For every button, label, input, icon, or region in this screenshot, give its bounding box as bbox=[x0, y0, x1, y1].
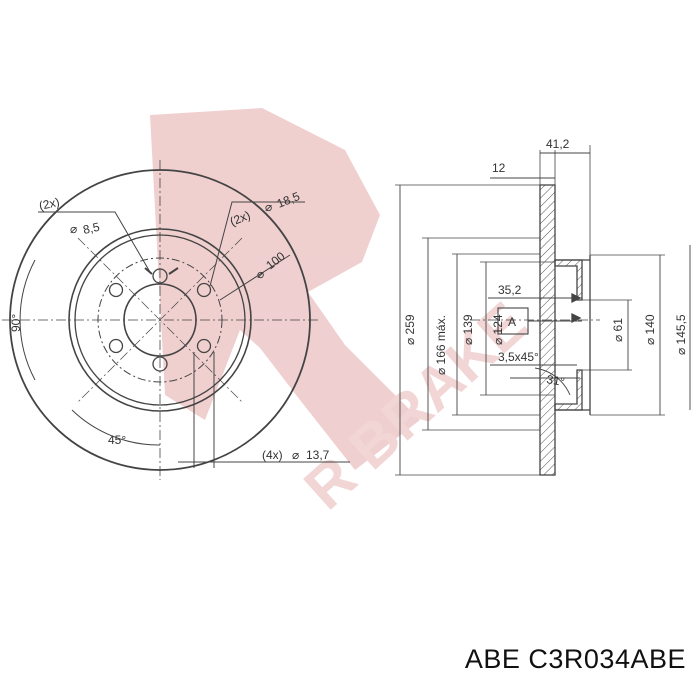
angle-45-label: 45° bbox=[108, 433, 126, 447]
bolt-hole bbox=[196, 282, 212, 298]
angle-arc-90 bbox=[19, 259, 36, 381]
leader-small-hole bbox=[38, 211, 151, 273]
hat-depth-label: 35,2 bbox=[498, 283, 522, 297]
bolt-hole bbox=[108, 338, 124, 354]
dim-arrow bbox=[571, 312, 582, 324]
small-hole-count-label: (2x) bbox=[38, 195, 61, 213]
stud-dia-label: 13,7 bbox=[306, 448, 330, 462]
dia-61-label: ⌀ 61 bbox=[611, 318, 625, 342]
diameter-symbol: ⌀ bbox=[265, 200, 272, 214]
dia-145-label: ⌀ 145,5 bbox=[674, 314, 688, 355]
watermark-logo: R BRAKE bbox=[150, 108, 540, 522]
angle-90-label: 90° bbox=[9, 314, 23, 332]
dia-outer-label: ⌀ 259 bbox=[403, 314, 417, 345]
hat-top-wall bbox=[554, 259, 583, 301]
brand-label: ABE bbox=[464, 644, 521, 674]
dia-139-label: ⌀ 139 bbox=[461, 314, 475, 345]
leader-pcd bbox=[219, 254, 291, 301]
angle-31-label: 31° bbox=[545, 372, 566, 389]
chamfer-label: 3,5x45° bbox=[498, 350, 539, 364]
bolt-hole bbox=[196, 338, 212, 354]
height-total-label: 41,2 bbox=[546, 137, 570, 151]
friction-ring-section bbox=[539, 184, 556, 476]
diameter-symbol: ⌀ bbox=[257, 267, 264, 281]
dia-friction-label: ⌀ 166 máx. bbox=[434, 315, 448, 375]
section-view bbox=[395, 145, 691, 476]
section-view-labels: 41,2 12 ⌀ 259 ⌀ 166 máx. ⌀ 139 ⌀ 124 35,… bbox=[403, 137, 688, 389]
diameter-symbol: ⌀ bbox=[292, 448, 299, 462]
watermark-r-shape bbox=[150, 108, 420, 470]
angle-arc-45 bbox=[71, 409, 161, 446]
part-number-label: C3R034ABE bbox=[528, 644, 686, 674]
bolt-hole bbox=[108, 282, 124, 298]
part-caption: ABE C3R034ABE bbox=[465, 644, 686, 675]
center-line-diagonal bbox=[77, 237, 243, 403]
arrow-tick bbox=[168, 267, 179, 275]
dia-124-label: ⌀ 124 bbox=[491, 314, 505, 345]
diameter-symbol: ⌀ bbox=[70, 222, 77, 236]
stud-count-label: (4x) bbox=[262, 448, 283, 462]
dia-140-label: ⌀ 140 bbox=[643, 314, 657, 345]
small-hole-dia-label: 8,5 bbox=[82, 220, 102, 237]
arrow-tick bbox=[144, 267, 153, 275]
leader-bolt-hole bbox=[209, 201, 305, 287]
angle-31-arc bbox=[534, 367, 571, 396]
dim-arrow bbox=[571, 292, 582, 304]
thickness-label: 12 bbox=[492, 161, 506, 175]
front-view bbox=[2, 160, 350, 480]
datum-label: A bbox=[508, 315, 516, 329]
